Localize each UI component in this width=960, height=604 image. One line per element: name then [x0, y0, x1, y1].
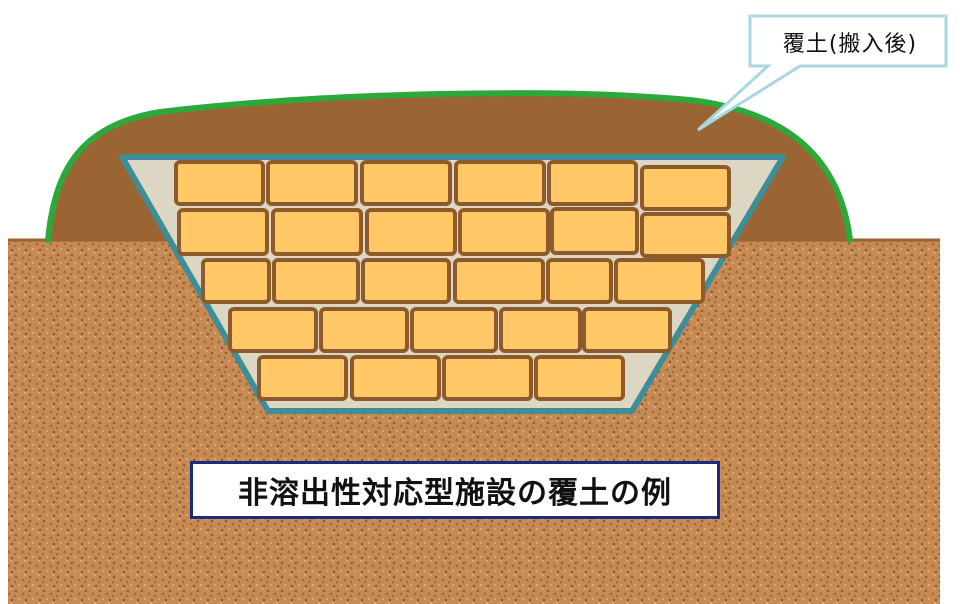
waste-block	[177, 208, 269, 256]
waste-blocks	[174, 160, 731, 401]
waste-block	[582, 307, 672, 353]
cover-soil-callout-label: 覆土(搬入後)	[782, 32, 918, 57]
waste-block	[361, 258, 451, 304]
waste-block	[442, 355, 533, 401]
waste-block	[453, 258, 545, 304]
waste-block	[546, 258, 613, 304]
waste-block	[272, 258, 360, 304]
waste-block	[201, 258, 271, 304]
waste-block	[350, 355, 441, 401]
waste-block	[499, 307, 582, 353]
waste-block	[614, 258, 705, 304]
waste-block	[458, 208, 550, 256]
waste-block	[266, 160, 358, 206]
waste-block	[365, 208, 457, 256]
waste-block	[640, 165, 731, 211]
waste-block	[257, 355, 348, 401]
grass-outline	[45, 90, 853, 243]
waste-block	[550, 207, 639, 255]
waste-block	[319, 307, 409, 353]
waste-block	[174, 160, 265, 206]
waste-block	[534, 355, 625, 401]
diagram-caption: 非溶出性対応型施設の覆土の例	[190, 461, 720, 519]
waste-block	[360, 160, 452, 206]
waste-block	[228, 307, 318, 353]
waste-block	[547, 160, 638, 206]
waste-block	[640, 212, 731, 258]
waste-block	[454, 160, 546, 206]
waste-block	[410, 307, 498, 353]
callout-shape	[696, 14, 948, 132]
waste-block	[271, 208, 363, 256]
